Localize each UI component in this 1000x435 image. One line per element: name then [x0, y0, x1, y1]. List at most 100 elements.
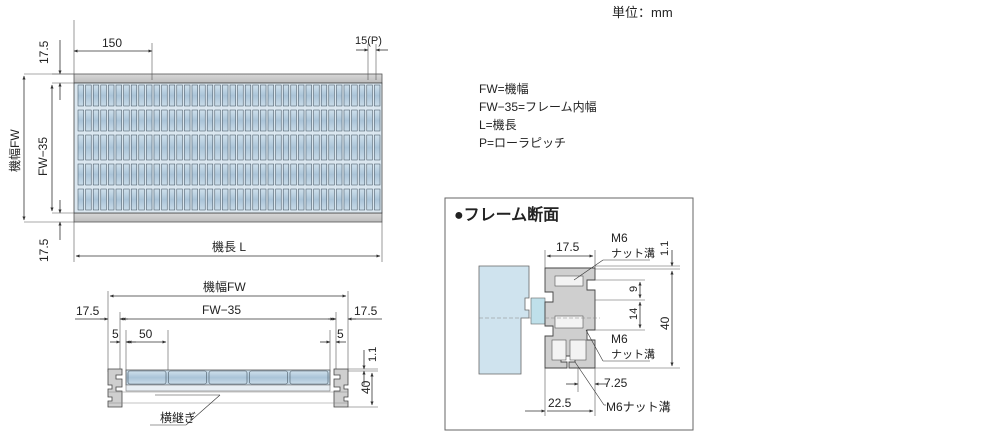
roller [229, 109, 236, 132]
roller [313, 84, 320, 107]
roller [358, 188, 366, 211]
roller [123, 109, 130, 132]
roller [206, 163, 214, 186]
section-dim-7-25: 7.25 [604, 376, 628, 390]
roller [351, 188, 358, 211]
roller [282, 188, 290, 211]
roller [343, 134, 350, 161]
roller [320, 84, 328, 107]
roller [100, 109, 107, 132]
section-roller [478, 265, 530, 375]
side-roller [127, 370, 167, 385]
roller [176, 163, 183, 186]
roller [267, 109, 274, 132]
section-nut-mid: ナット溝 [611, 348, 655, 361]
roller [168, 109, 176, 132]
roller [146, 134, 153, 161]
roller [366, 134, 373, 161]
roller [336, 163, 343, 186]
roller [168, 188, 176, 211]
roller [92, 163, 100, 186]
roller [191, 109, 198, 132]
roller [168, 163, 176, 186]
roller [237, 188, 244, 211]
roller [290, 109, 297, 132]
side-dim-17-5-left: 17.5 [76, 304, 100, 318]
roller [320, 163, 328, 186]
side-view: 機幅FW FW−35 17.5 17.5 5 50 5 [75, 279, 382, 426]
roller [313, 163, 320, 186]
section-dim-9: 9 [628, 286, 640, 292]
roller [138, 109, 145, 132]
dim-150: 150 [102, 36, 122, 50]
unit-label: 単位：mm [612, 5, 673, 20]
roller [161, 163, 168, 186]
legend-fw-35: FW−35=フレーム内幅 [479, 99, 597, 114]
roller [168, 84, 176, 107]
roller [115, 188, 122, 211]
roller [298, 163, 305, 186]
roller [260, 163, 267, 186]
roller [229, 163, 236, 186]
roller [214, 109, 221, 132]
roller [374, 134, 381, 161]
roller [336, 188, 343, 211]
roller [222, 163, 229, 186]
roller [313, 109, 320, 132]
roller [77, 109, 84, 132]
roller [77, 84, 84, 107]
roller [92, 84, 100, 107]
roller [153, 163, 160, 186]
section-m6-bottom: M6ナット溝 [606, 400, 671, 414]
roller [206, 84, 214, 107]
roller [108, 109, 115, 132]
section-dim-1-1: 1.1 [659, 241, 671, 256]
roller [267, 134, 274, 161]
roller [92, 109, 100, 132]
roller [146, 188, 153, 211]
roller [343, 163, 350, 186]
roller [115, 109, 122, 132]
roller [108, 163, 115, 186]
roller [168, 134, 176, 161]
roller [358, 109, 366, 132]
side-roller [168, 370, 207, 385]
side-frame-left [107, 368, 123, 408]
roller [229, 134, 236, 161]
roller [176, 84, 183, 107]
roller [351, 84, 358, 107]
side-frame-right [333, 368, 349, 408]
top-view: 17.5 150 15(P) 機幅FW FW−35 17.5 機長 L [7, 20, 388, 262]
roller [351, 163, 358, 186]
roller [229, 188, 236, 211]
roller [176, 134, 183, 161]
roller [343, 109, 350, 132]
roller [214, 134, 221, 161]
roller [237, 109, 244, 132]
roller [244, 109, 252, 132]
roller [138, 84, 145, 107]
section-m6-mid: M6 [611, 332, 628, 346]
roller [336, 84, 343, 107]
roller [237, 84, 244, 107]
side-dim-1-1: 1.1 [367, 347, 379, 362]
roller [267, 84, 274, 107]
roller [123, 84, 130, 107]
roller [123, 163, 130, 186]
legend-fw: FW=機幅 [479, 81, 529, 96]
roller [282, 109, 290, 132]
side-dim-fw-35: FW−35 [202, 303, 241, 317]
roller [252, 109, 259, 132]
roller [214, 84, 221, 107]
roller [138, 163, 145, 186]
roller [153, 84, 160, 107]
dim-17-5-top: 17.5 [37, 40, 51, 64]
roller [305, 188, 312, 211]
roller [115, 163, 122, 186]
roller [298, 134, 305, 161]
roller [85, 163, 92, 186]
roller [275, 188, 282, 211]
roller [108, 84, 115, 107]
roller [351, 109, 358, 132]
